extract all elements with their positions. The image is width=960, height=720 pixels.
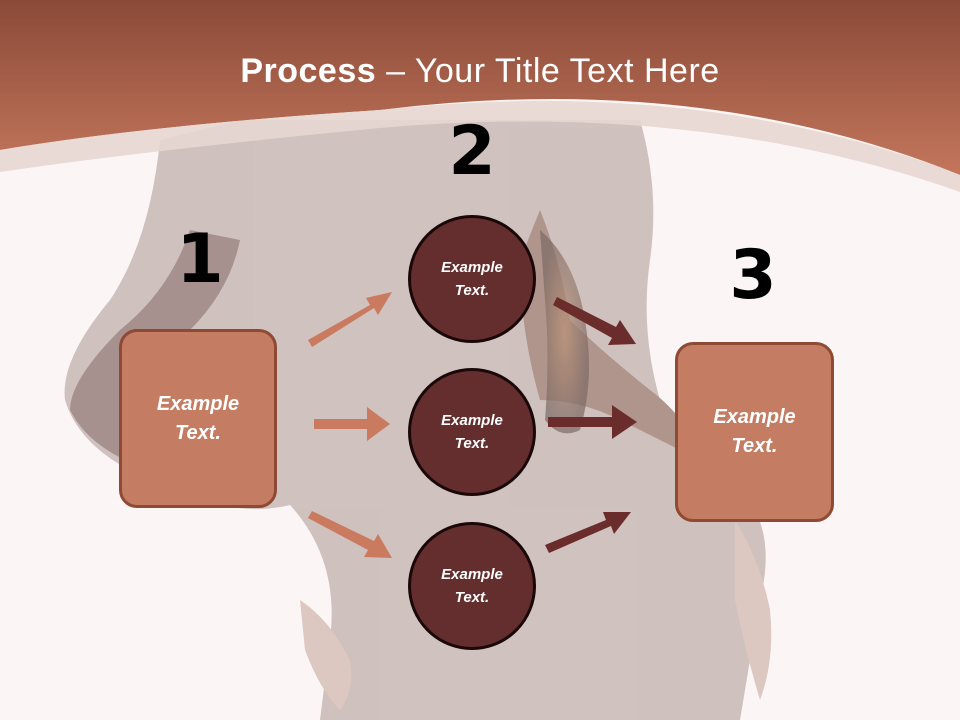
header-band bbox=[0, 0, 960, 175]
arrow-circle2-to-box bbox=[548, 405, 637, 439]
arrow-circle3-to-box bbox=[545, 512, 631, 553]
step-number-3: 3 bbox=[729, 236, 777, 315]
title-rest: – Your Title Text Here bbox=[376, 52, 720, 90]
circle-top: Example Text. bbox=[408, 215, 536, 343]
arrow-circle1-to-box bbox=[553, 297, 636, 345]
left-step-box: Example Text. bbox=[119, 329, 277, 508]
title-bold: Process bbox=[240, 52, 377, 90]
arrow-box-to-circle3 bbox=[308, 511, 392, 558]
circle-bottom: Example Text. bbox=[408, 522, 536, 650]
header-wave-light bbox=[0, 100, 960, 192]
step-number-1: 1 bbox=[176, 220, 224, 299]
circle-middle: Example Text. bbox=[408, 368, 536, 496]
arrow-box-to-circle2 bbox=[314, 407, 390, 441]
right-step-box: Example Text. bbox=[675, 342, 834, 522]
step-number-2: 2 bbox=[448, 112, 496, 191]
arrow-box-to-circle1 bbox=[308, 292, 392, 347]
slide-title: Process – Your Title Text Here bbox=[0, 52, 960, 91]
